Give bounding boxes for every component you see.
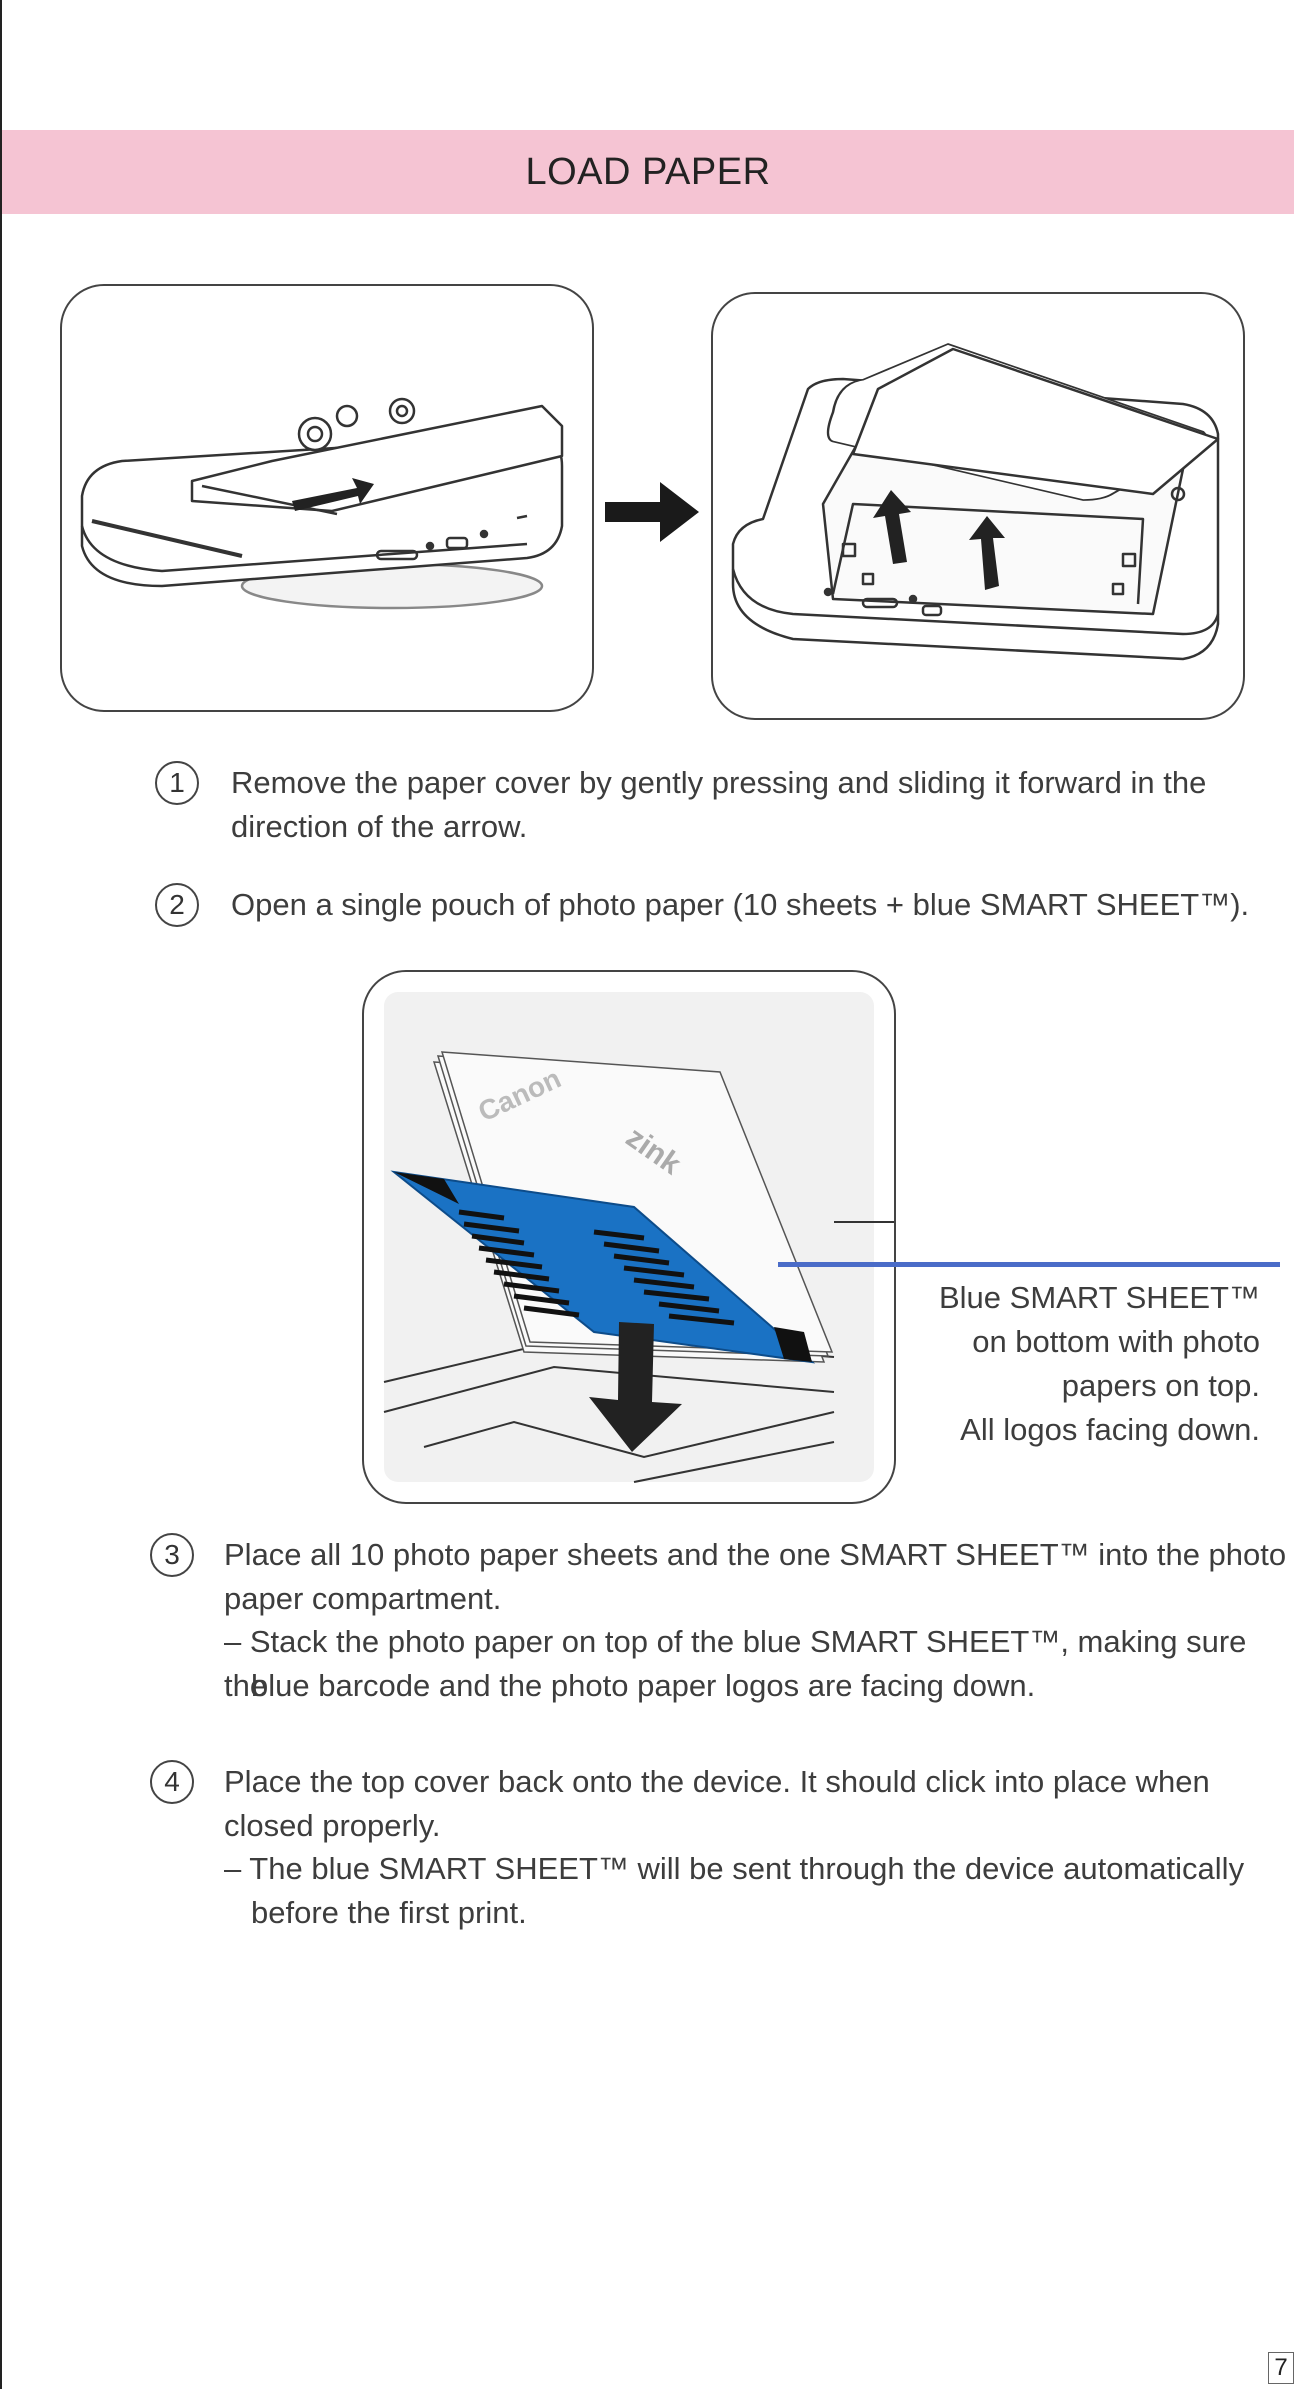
arrow-right-icon xyxy=(605,482,699,542)
step-1-line-1: Remove the paper cover by gently pressin… xyxy=(231,765,1207,800)
section-banner: LOAD PAPER xyxy=(2,130,1294,214)
down-arrow-icon xyxy=(589,1322,682,1452)
callout-leader-line xyxy=(778,1262,1280,1267)
step-2-line-1: Open a single pouch of photo paper (10 s… xyxy=(231,887,1250,922)
callout-line-2: on bottom with photo xyxy=(972,1324,1260,1359)
step-4-number: 4 xyxy=(150,1760,194,1804)
step-1-number: 1 xyxy=(155,761,199,805)
printer-slide-cover-drawing xyxy=(80,397,564,610)
step-4-line-2: closed properly. xyxy=(224,1808,441,1843)
illustration-paper-stack: Canon zink xyxy=(362,970,896,1504)
step-1-line-2: direction of the arrow. xyxy=(231,809,528,844)
step-3-line-2: paper compartment. xyxy=(224,1581,502,1616)
step-3-line-1: Place all 10 photo paper sheets and the … xyxy=(224,1537,1287,1572)
step-4-sub-line-1: – The blue SMART SHEET™ will be sent thr… xyxy=(224,1851,1245,1886)
page-title: LOAD PAPER xyxy=(525,150,771,193)
callout-line-4: All logos facing down. xyxy=(960,1412,1260,1447)
step-4-line-1: Place the top cover back onto the device… xyxy=(224,1764,1210,1799)
illustration-lift-cover xyxy=(711,292,1245,720)
step-3-sub-line-1: – Stack the photo paper on top of the bl… xyxy=(224,1624,1247,1703)
step-2-number: 2 xyxy=(155,883,199,927)
callout-line-1: Blue SMART SHEET™ xyxy=(938,1280,1260,1315)
step-3-sub-line-2: blue barcode and the photo paper logos a… xyxy=(251,1668,1036,1703)
step-3-number: 3 xyxy=(150,1533,194,1577)
printer-open-cover-drawing xyxy=(731,343,1220,661)
paper-stack-drawing: Canon zink xyxy=(383,992,894,1483)
lift-arrow-icon-2 xyxy=(969,516,1005,590)
page-number: 7 xyxy=(1268,2352,1294,2384)
step-4-sub-line-2: before the first print. xyxy=(251,1895,527,1930)
callout-line-3: papers on top. xyxy=(1061,1368,1260,1403)
lift-arrow-icon-1 xyxy=(873,490,911,564)
illustration-remove-cover xyxy=(60,284,594,712)
slide-arrow-icon xyxy=(292,478,374,511)
left-border xyxy=(0,0,2,2389)
